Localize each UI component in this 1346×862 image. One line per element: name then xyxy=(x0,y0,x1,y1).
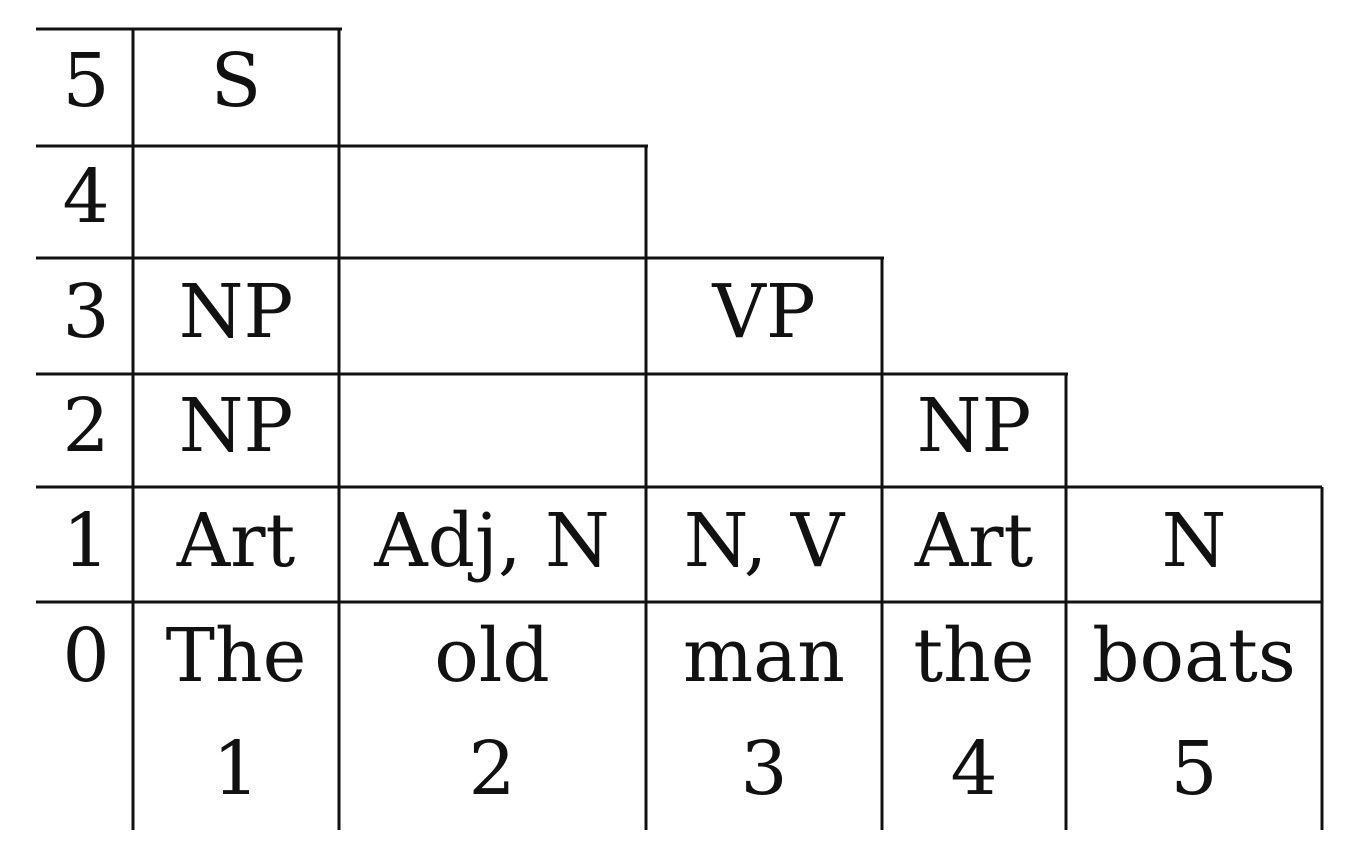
cell-row1-col4: Art xyxy=(914,498,1034,584)
position-label-5: 5 xyxy=(1170,726,1217,812)
cell-row0-col3: man xyxy=(683,613,845,699)
cell-row5-col1: S xyxy=(211,38,262,124)
cell-row3-col3: VP xyxy=(711,269,815,355)
level-label-2: 2 xyxy=(62,383,109,469)
cell-row0-col2: old xyxy=(434,613,550,699)
cell-row2-col4: NP xyxy=(917,383,1032,469)
level-label-4: 4 xyxy=(62,154,109,240)
level-label-0: 0 xyxy=(62,613,109,699)
position-label-3: 3 xyxy=(740,726,787,812)
cell-row1-col2: Adj, N xyxy=(373,498,610,584)
cell-row0-col1: The xyxy=(166,613,307,699)
cell-row1-col1: Art xyxy=(176,498,296,584)
position-label-2: 2 xyxy=(468,726,515,812)
cell-row1-col3: N, V xyxy=(684,498,846,584)
position-label-1: 1 xyxy=(212,726,259,812)
level-label-3: 3 xyxy=(62,269,109,355)
level-label-1: 1 xyxy=(62,498,109,584)
cell-row3-col1: NP xyxy=(179,269,294,355)
cell-row0-col4: the xyxy=(913,613,1034,699)
cell-row0-col5: boats xyxy=(1092,613,1296,699)
level-label-5: 5 xyxy=(62,38,109,124)
cell-row1-col5: N xyxy=(1162,498,1227,584)
cell-row2-col1: NP xyxy=(179,383,294,469)
position-label-4: 4 xyxy=(950,726,997,812)
